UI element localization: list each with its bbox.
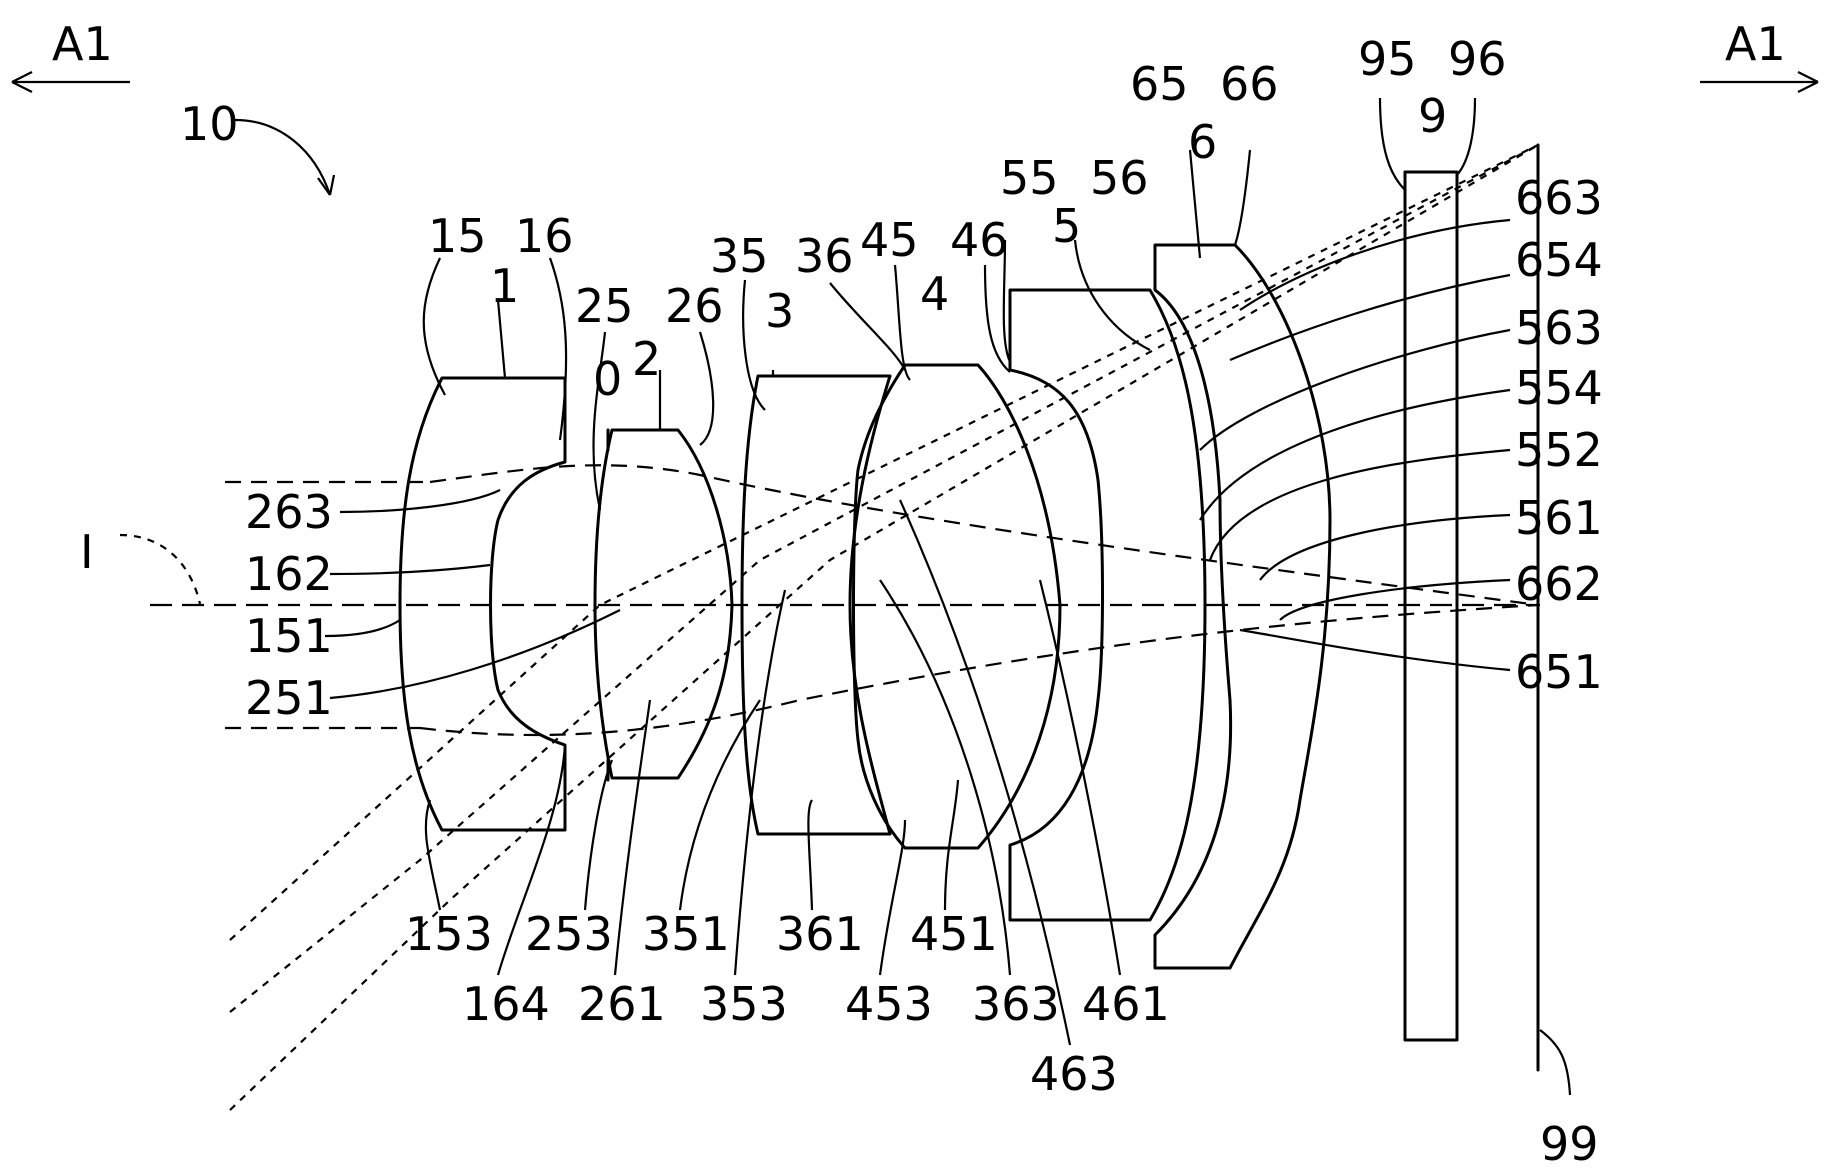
section-label-left: A1 — [52, 17, 113, 71]
label-461: 461 — [1082, 977, 1170, 1031]
label-251: 251 — [245, 671, 333, 725]
label-56: 56 — [1090, 151, 1149, 205]
label-26: 26 — [665, 279, 724, 333]
section-label-right: A1 — [1725, 17, 1786, 71]
label-36: 36 — [795, 229, 854, 283]
label-filter-9: 9 — [1418, 89, 1447, 143]
label-153: 153 — [405, 907, 493, 961]
label-261: 261 — [578, 977, 666, 1031]
lens-1 — [398, 376, 567, 832]
bottom-labels: 153 253 351 361 451 164 261 353 453 363 … — [405, 907, 1599, 1171]
label-663: 663 — [1515, 171, 1603, 225]
left-side-labels: 263 162 151 251 — [245, 485, 333, 725]
label-151: 151 — [245, 609, 333, 663]
label-361: 361 — [776, 907, 864, 961]
label-99: 99 — [1540, 1117, 1599, 1171]
label-25: 25 — [575, 279, 634, 333]
top-labels: 15 16 25 26 35 36 45 46 55 56 65 66 95 9… — [428, 32, 1507, 333]
label-651: 651 — [1515, 645, 1603, 699]
label-65: 65 — [1130, 57, 1189, 111]
section-marker-right: A1 — [1700, 17, 1819, 93]
lens-6 — [1153, 243, 1332, 970]
label-451: 451 — [910, 907, 998, 961]
label-363: 363 — [972, 977, 1060, 1031]
label-96: 96 — [1448, 32, 1507, 86]
label-35: 35 — [710, 229, 769, 283]
label-lens-4: 4 — [920, 267, 949, 321]
label-15: 15 — [428, 209, 487, 263]
label-351: 351 — [642, 907, 730, 961]
lens-3 — [740, 374, 892, 836]
label-353: 353 — [700, 977, 788, 1031]
label-662: 662 — [1515, 557, 1603, 611]
label-164: 164 — [462, 977, 550, 1031]
label-lens-5: 5 — [1052, 199, 1081, 253]
axis-reference: I — [80, 525, 202, 605]
label-46: 46 — [950, 213, 1009, 267]
section-marker-left: A1 — [11, 17, 130, 93]
right-side-labels: 663 654 563 554 552 561 662 651 — [1515, 171, 1603, 699]
leader-lines — [324, 97, 1511, 1046]
label-654: 654 — [1515, 233, 1603, 287]
label-45: 45 — [860, 213, 919, 267]
label-552: 552 — [1515, 423, 1603, 477]
label-453: 453 — [845, 977, 933, 1031]
label-lens-3: 3 — [765, 284, 794, 338]
label-95: 95 — [1358, 32, 1417, 86]
lens-number-labels: 1 2 3 4 5 6 9 0 — [490, 89, 1447, 406]
label-563: 563 — [1515, 301, 1603, 355]
lens-4 — [852, 363, 1062, 850]
leader-99 — [1539, 1029, 1572, 1096]
label-554: 554 — [1515, 361, 1603, 415]
label-253: 253 — [525, 907, 613, 961]
assembly-label: 10 — [180, 97, 239, 151]
assembly-reference: 10 — [180, 97, 336, 196]
axis-label: I — [80, 525, 94, 579]
ray-traces — [229, 144, 1539, 1111]
label-55: 55 — [1000, 151, 1059, 205]
label-16: 16 — [515, 209, 574, 263]
label-lens-2: 2 — [632, 332, 661, 386]
label-561: 561 — [1515, 491, 1603, 545]
label-263: 263 — [245, 485, 333, 539]
label-lens-6: 6 — [1188, 115, 1217, 169]
filter-9 — [1403, 170, 1459, 1042]
label-162: 162 — [245, 547, 333, 601]
label-lens-1: 1 — [490, 259, 519, 313]
label-66: 66 — [1220, 57, 1279, 111]
label-463: 463 — [1030, 1047, 1118, 1101]
label-stop-0: 0 — [593, 352, 622, 406]
lens-2 — [593, 428, 734, 780]
